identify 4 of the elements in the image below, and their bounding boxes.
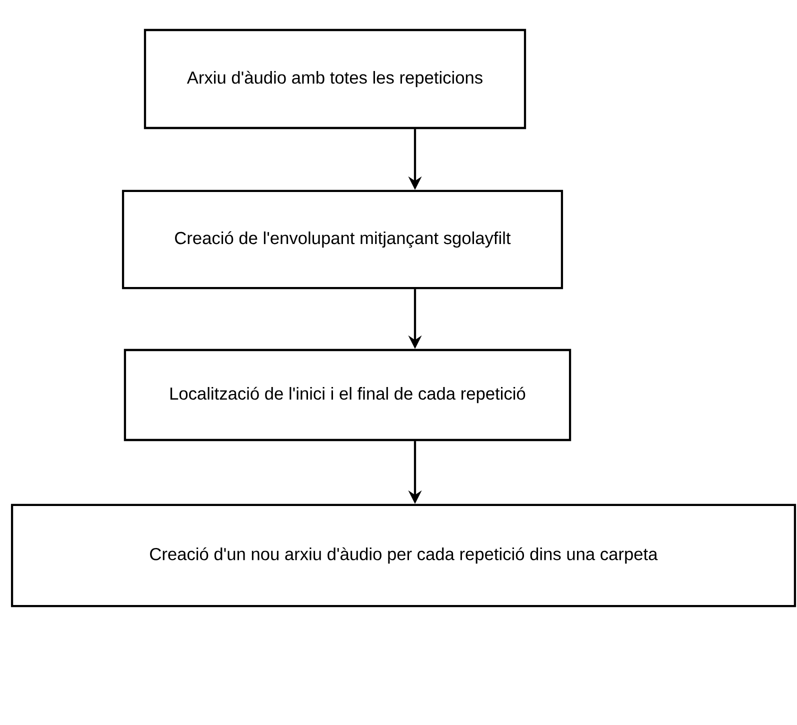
process-box: Creació d'un nou arxiu d'àudio per cada repetició dins una carpeta [10, 504, 796, 608]
process-box: Arxiu d'àudio amb totes les repeticions [144, 28, 526, 130]
process-box: Creació de l'envolupant mitjançant sgolayfilt [122, 190, 564, 290]
process-box: Localització de l'inici i el final de cada repetició [124, 348, 572, 442]
